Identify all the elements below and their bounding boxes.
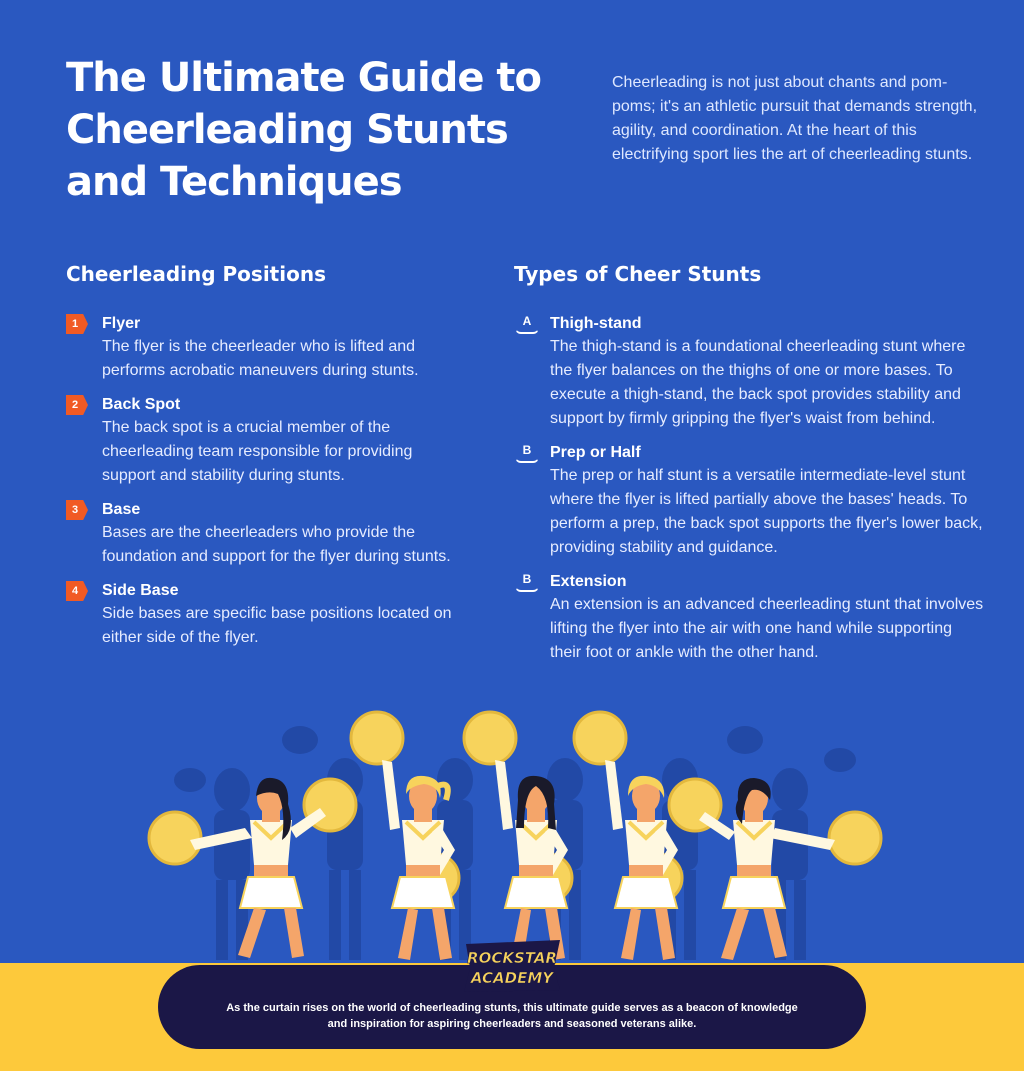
cheerleaders-illustration — [147, 710, 883, 960]
position-item: 1 Flyer The flyer is the cheerleader who… — [66, 313, 466, 383]
cheerleader-3 — [462, 710, 574, 960]
logo-line-2: ACADEMY — [470, 969, 555, 987]
stunt-title: Prep or Half — [550, 444, 641, 461]
positions-heading: Cheerleading Positions — [66, 262, 326, 286]
stunt-item: A Thigh-stand The thigh-stand is a found… — [514, 313, 984, 431]
letter-badge: A — [515, 314, 539, 334]
letter-badge: B — [515, 572, 539, 592]
position-title: Side Base — [102, 582, 179, 599]
stunt-title: Extension — [550, 573, 627, 590]
position-description: The flyer is the cheerleader who is lift… — [102, 338, 419, 379]
rockstar-academy-logo: ROCKSTAR ACADEMY — [464, 940, 560, 992]
position-description: Bases are the cheerleaders who provide t… — [102, 524, 451, 565]
positions-list: 1 Flyer The flyer is the cheerleader who… — [66, 313, 466, 661]
position-description: Side bases are specific base positions l… — [102, 605, 452, 646]
number-badge: 2 — [66, 395, 88, 415]
number-badge: 3 — [66, 500, 88, 520]
number-badge: 1 — [66, 314, 88, 334]
cheerleader-1 — [147, 777, 358, 958]
position-item: 4 Side Base Side bases are specific base… — [66, 580, 466, 650]
position-description: The back spot is a crucial member of the… — [102, 419, 413, 484]
stunts-list: A Thigh-stand The thigh-stand is a found… — [514, 313, 984, 676]
logo-line-1: ROCKSTAR — [467, 949, 557, 967]
intro-paragraph: Cheerleading is not just about chants an… — [612, 74, 978, 163]
cheerleader-5 — [667, 777, 883, 960]
footer-text: As the curtain rises on the world of che… — [226, 1002, 798, 1030]
stunt-description: An extension is an advanced cheerleading… — [550, 596, 984, 661]
page-title: The Ultimate Guide to Cheerleading Stunt… — [66, 55, 542, 205]
stunt-description: The thigh-stand is a foundational cheerl… — [550, 338, 966, 427]
number-badge: 4 — [66, 581, 88, 601]
position-title: Base — [102, 501, 141, 518]
position-item: 3 Base Bases are the cheerleaders who pr… — [66, 499, 466, 569]
cheerleader-2 — [349, 710, 461, 960]
position-title: Flyer — [102, 315, 141, 332]
stunt-title: Thigh-stand — [550, 315, 642, 332]
cheerleader-4 — [572, 710, 684, 960]
position-title: Back Spot — [102, 396, 181, 413]
position-item: 2 Back Spot The back spot is a crucial m… — [66, 394, 466, 488]
stunt-item: B Extension An extension is an advanced … — [514, 571, 984, 665]
stunt-item: B Prep or Half The prep or half stunt is… — [514, 442, 984, 560]
stunt-description: The prep or half stunt is a versatile in… — [550, 467, 983, 556]
letter-badge: B — [515, 443, 539, 463]
stunts-heading: Types of Cheer Stunts — [514, 262, 762, 286]
